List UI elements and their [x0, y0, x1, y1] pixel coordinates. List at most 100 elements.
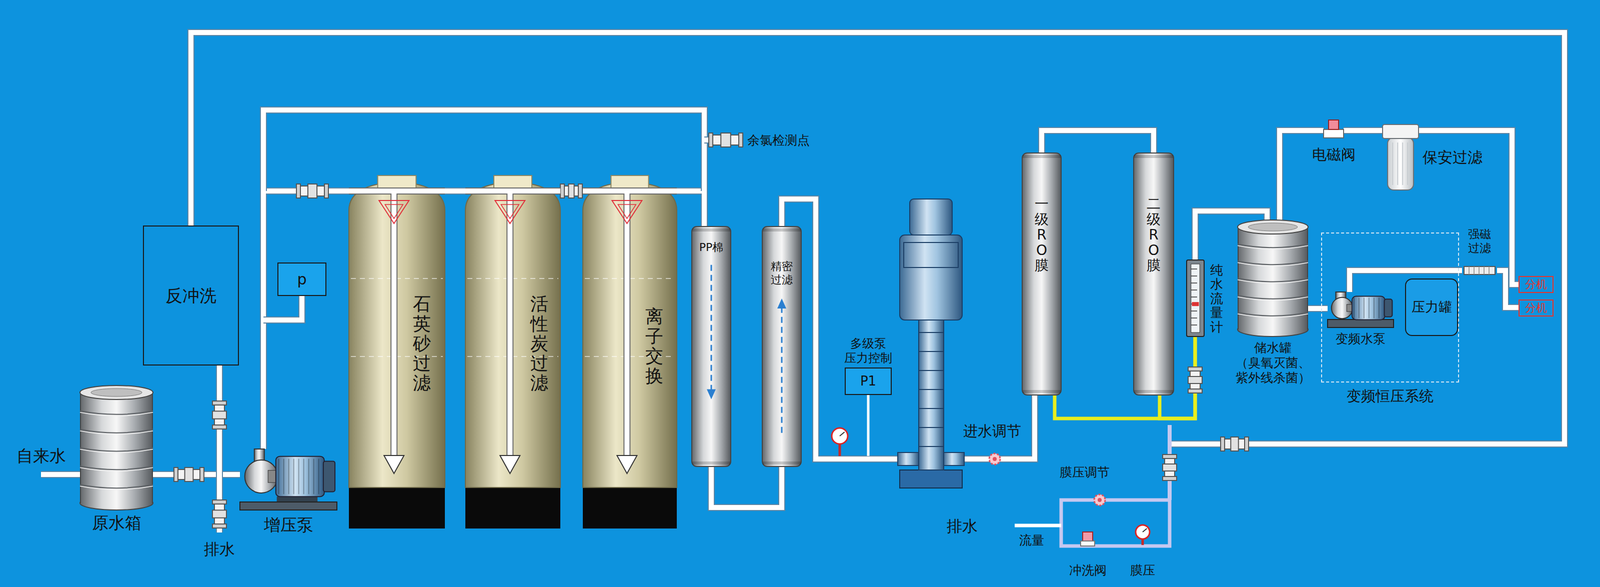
- node-label: p: [296, 270, 307, 289]
- valve-union: [212, 410, 227, 419]
- pump-flange: [897, 452, 919, 466]
- node-label: 原水箱: [91, 512, 142, 533]
- magnet-stripe: [1483, 266, 1485, 275]
- motor-fin: [313, 458, 315, 495]
- column-cap-line: [762, 461, 801, 465]
- node-label: 多级泵 压力控制: [844, 336, 893, 366]
- flow-arrow: [383, 455, 404, 474]
- valve-symbol: [1188, 366, 1203, 393]
- valve-union: [307, 183, 317, 198]
- control-box: 反冲洗: [142, 225, 239, 366]
- flow-arrow: [710, 264, 713, 391]
- tank-rib-light: [1237, 296, 1309, 301]
- magnet-body: [1464, 266, 1496, 275]
- pipe-outline: [263, 109, 705, 191]
- valve-flange: [212, 523, 227, 528]
- membrane-column: 一级RO膜: [1022, 152, 1062, 395]
- flow-meter: 纯水流量计: [1186, 259, 1205, 337]
- column-body: [762, 226, 802, 467]
- pump-stage-line: [918, 426, 944, 428]
- node-label-wrap: 二级RO膜: [1146, 196, 1161, 274]
- column-cap-line: [1022, 154, 1061, 158]
- pipe-outline: [1343, 126, 1383, 134]
- magnet-stripe: [1488, 266, 1490, 275]
- valve-flange: [578, 183, 583, 198]
- system-group: 变频恒压系统变频水泵压力罐: [1321, 232, 1460, 383]
- valve-flange: [738, 132, 743, 147]
- tank-lid: [1248, 222, 1298, 231]
- water-tank-shape: [79, 385, 153, 510]
- solenoid-valve-shape: [1323, 119, 1344, 141]
- pipe: [711, 466, 782, 508]
- node-label: 储水罐 （臭氧灭菌、 紫外线杀菌）: [1235, 340, 1311, 386]
- pipe-connector: [1497, 270, 1519, 308]
- membrane-column-shape: [691, 226, 731, 467]
- inner-pipe-outline: [465, 190, 561, 457]
- valve-symbol: [1220, 436, 1249, 451]
- column-body: [1022, 152, 1062, 395]
- pipe: [1041, 130, 1154, 153]
- node-label-wrap: p: [278, 263, 326, 295]
- gauge-needle: [839, 431, 845, 436]
- motor-fan-cover: [1384, 298, 1393, 317]
- valve-union: [184, 467, 194, 482]
- regulating-valve: [989, 453, 1001, 465]
- node-label: 离子交换: [645, 306, 664, 386]
- node-label-wrap: 精密 过滤: [770, 259, 793, 287]
- valve-flange: [1188, 366, 1203, 371]
- node-label-wrap: 原水箱: [91, 512, 142, 533]
- label-wrap: 自来水: [16, 445, 66, 466]
- label-wrap: 进水调节: [963, 422, 1022, 440]
- filter-tank: 离子交换: [582, 175, 677, 488]
- flow-arrow: [499, 455, 520, 474]
- label-wrap: 排水: [203, 539, 235, 559]
- node-label-wrap: P1: [845, 368, 891, 394]
- motor-fin: [288, 458, 290, 495]
- meter-tick: [1191, 268, 1198, 270]
- distributor: [611, 200, 642, 224]
- text-label: 冲洗阀: [1069, 562, 1107, 578]
- pipe-connector: [1418, 130, 1519, 285]
- valve-flange: [212, 400, 227, 405]
- motor-fin: [1363, 297, 1365, 318]
- node-label-wrap: 离子交换: [645, 306, 664, 386]
- pipe-outline: [1418, 130, 1519, 285]
- node-label: 变频水泵: [1335, 331, 1386, 347]
- valve-flange: [1244, 436, 1249, 451]
- pipe-connector: [1308, 308, 1328, 309]
- pump-stage-line: [918, 331, 944, 333]
- filter-rib: [1407, 142, 1409, 185]
- pump: 增压泵: [239, 448, 337, 510]
- inner-pipe: [582, 190, 677, 457]
- valve-body: [1323, 129, 1344, 138]
- pump-stages: [918, 319, 944, 470]
- valve-flange: [199, 467, 204, 482]
- pipe: [263, 190, 349, 449]
- node-label-wrap: 多级泵 压力控制: [844, 336, 893, 366]
- tank-rib-light: [1237, 245, 1309, 249]
- meter-tick: [1191, 282, 1198, 284]
- meter-tick: [1191, 275, 1198, 277]
- membrane-column: 精密 过滤: [762, 226, 802, 467]
- node-label-wrap: 变频恒压系统: [1346, 387, 1434, 405]
- security-filter-shape: [1382, 122, 1419, 192]
- motor-fin: [298, 458, 300, 495]
- pump-base: [899, 469, 963, 488]
- pipe-connector: [263, 190, 349, 449]
- magnetic-filter: 强磁 过滤: [1462, 227, 1498, 278]
- column-body: [691, 226, 731, 467]
- valve-union: [212, 509, 227, 518]
- arrow-head: [777, 298, 787, 309]
- label-wrap: 冲洗阀: [1069, 562, 1107, 578]
- node-label: 精密 过滤: [770, 259, 793, 287]
- valve-flange: [324, 183, 329, 198]
- pipe: [1014, 523, 1062, 528]
- pipe-connector: [1343, 130, 1383, 131]
- flow-meter-shape: [1186, 259, 1205, 337]
- inner-pipe: [465, 190, 561, 457]
- tank-base: [348, 487, 445, 529]
- gauge-stem: [838, 443, 842, 456]
- column-cap-line: [1134, 154, 1174, 158]
- filter-head: [1382, 124, 1419, 139]
- motor-fin: [278, 458, 280, 495]
